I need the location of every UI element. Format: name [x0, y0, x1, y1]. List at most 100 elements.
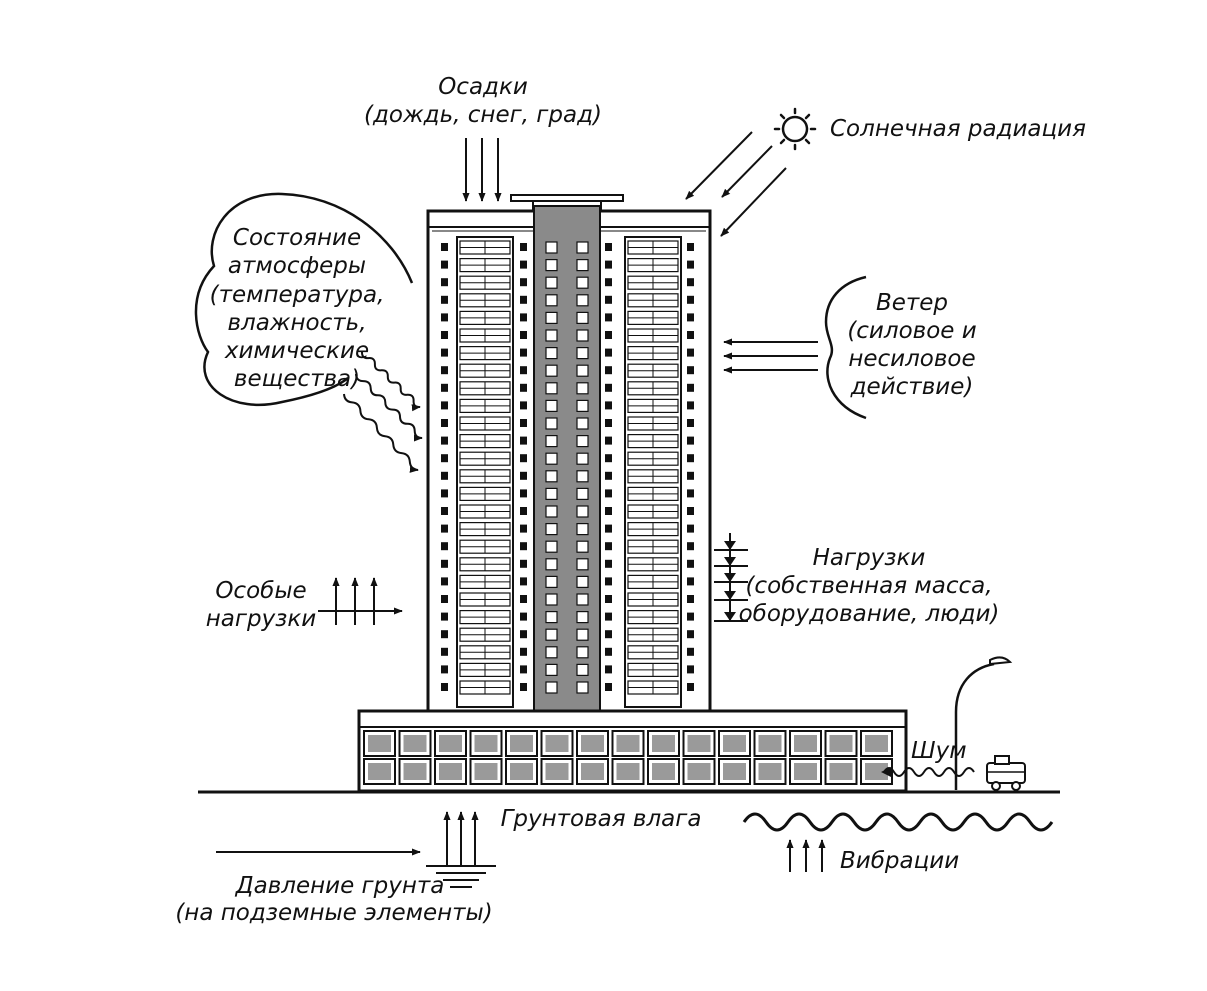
podium: [357, 709, 908, 793]
side-window: [441, 401, 448, 410]
core-window: [545, 663, 558, 677]
street-lamp-icon: [954, 656, 1013, 790]
core-window: [545, 259, 558, 272]
side-window: [687, 683, 694, 691]
atmosphere-wavy-arrows: [343, 351, 423, 473]
water-level-symbol: [426, 865, 496, 888]
side-window: [520, 454, 527, 463]
core-window: [576, 347, 589, 360]
core-window: [545, 575, 558, 589]
central-core-strip: [533, 205, 601, 712]
side-window: [605, 683, 612, 691]
podium-window-pane: [687, 735, 711, 752]
podium-window-pane: [758, 735, 782, 752]
core-window: [576, 259, 589, 272]
side-window: [687, 630, 694, 639]
side-window: [605, 366, 612, 375]
core-window: [545, 628, 558, 641]
core-window: [576, 417, 589, 430]
side-window: [441, 489, 448, 498]
atmosphere-cloud: [194, 192, 414, 407]
core-window: [545, 311, 558, 324]
core-window: [576, 487, 589, 500]
wind-label-3: несиловое: [848, 346, 975, 372]
side-window: [441, 331, 448, 339]
core-window: [576, 628, 589, 641]
ground-moisture-group: Грунтовая влага: [443, 806, 701, 866]
podium-window-pane: [652, 735, 675, 752]
side-window: [520, 612, 527, 621]
precipitation-label-2: (дождь, снег, град): [364, 102, 602, 128]
podium-window-pane: [545, 735, 569, 752]
podium-window-pane: [510, 763, 533, 780]
side-window: [520, 313, 527, 322]
side-window: [605, 313, 612, 322]
side-window: [687, 366, 694, 375]
side-window: [687, 612, 694, 621]
core-window: [545, 540, 558, 553]
vibration-wave: [742, 812, 1054, 832]
podium-window-pane: [439, 735, 462, 752]
core-window: [545, 452, 558, 465]
side-window: [605, 436, 612, 445]
apartment-floors: [459, 240, 679, 695]
core-window: [545, 382, 558, 395]
side-window: [687, 507, 694, 515]
core-windows: [545, 241, 589, 694]
core-window: [545, 347, 558, 360]
side-window: [605, 595, 612, 603]
wind-label-4: действие): [850, 374, 974, 400]
core-window: [576, 435, 589, 448]
side-window: [605, 524, 612, 533]
podium-window-pane: [545, 763, 569, 780]
side-window: [520, 683, 527, 691]
side-window: [520, 595, 527, 603]
side-window: [605, 454, 612, 463]
podium-window-pane: [652, 763, 675, 780]
side-window: [687, 243, 694, 251]
side-window: [687, 436, 694, 445]
side-window: [441, 366, 448, 375]
side-window: [441, 260, 448, 269]
precipitation-label-1: Осадки: [438, 74, 528, 100]
side-window: [605, 612, 612, 621]
podium-window-pane: [723, 735, 746, 752]
noise-label: Шум: [911, 738, 967, 764]
side-window: [605, 647, 612, 656]
vibrations-group: Вибрации: [742, 812, 1054, 874]
core-window: [576, 311, 589, 324]
noise-group: Шум: [881, 656, 1026, 791]
core-window: [576, 593, 589, 606]
podium-window-pane: [403, 735, 427, 752]
side-window: [605, 383, 612, 392]
wind-group: Ветер (силовое и несиловое действие): [723, 275, 977, 420]
side-window: [520, 489, 527, 498]
podium-window-pane: [474, 735, 498, 752]
solar-label: Солнечная радиация: [830, 116, 1086, 142]
core-window: [576, 241, 589, 254]
side-window: [605, 331, 612, 339]
side-window: [687, 647, 694, 656]
side-window: [520, 647, 527, 656]
vibrations-label: Вибрации: [840, 848, 959, 874]
core-window: [545, 294, 558, 307]
core-window: [545, 470, 558, 483]
side-window: [441, 454, 448, 463]
side-window: [441, 630, 448, 639]
side-window: [441, 612, 448, 621]
loads-label-2: (собственная масса,: [745, 573, 992, 599]
side-window: [687, 401, 694, 410]
side-window: [605, 243, 612, 251]
side-window: [605, 278, 612, 287]
special-loads-group: Особые нагрузки: [206, 577, 403, 632]
podium-window-pane: [687, 763, 711, 780]
side-window: [441, 471, 448, 480]
side-window: [687, 278, 694, 287]
side-window: [605, 401, 612, 410]
podium-window-pane: [581, 735, 604, 752]
side-window: [520, 278, 527, 287]
side-window: [687, 542, 694, 551]
core-window: [545, 364, 558, 377]
side-window: [687, 524, 694, 533]
